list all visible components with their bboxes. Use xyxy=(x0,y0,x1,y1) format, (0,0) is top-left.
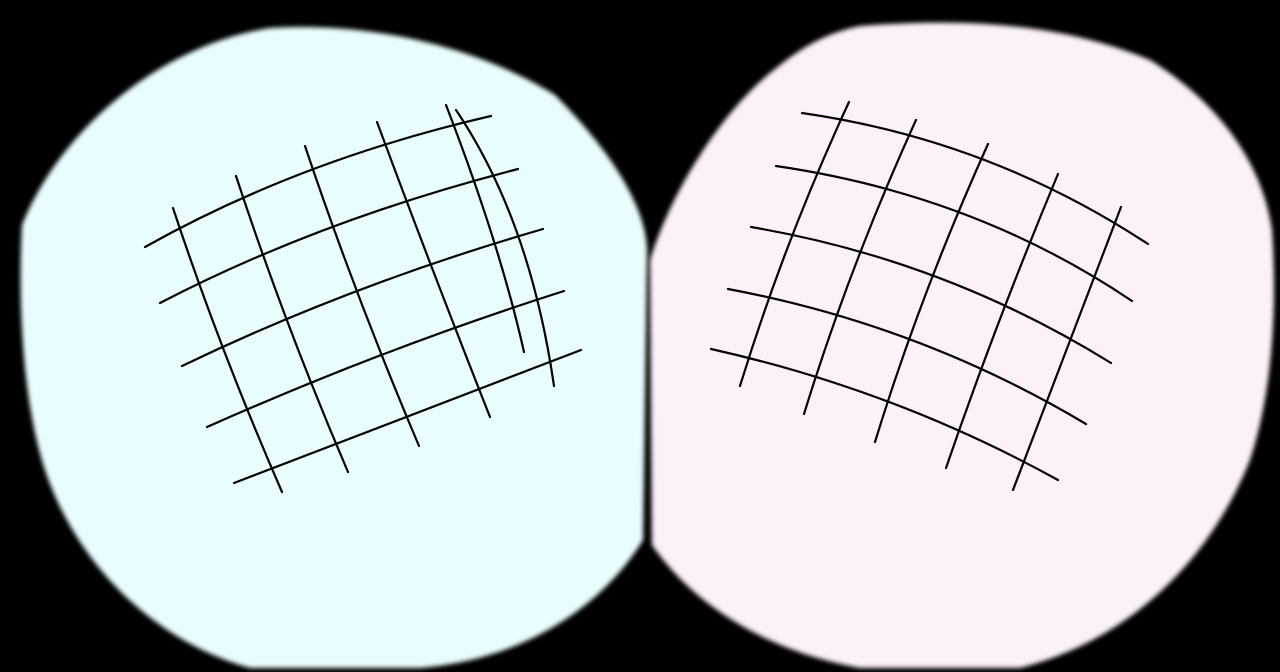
left-distorted-grid xyxy=(143,103,583,494)
right-grid-horizontal-line xyxy=(749,225,1113,365)
left-grid-horizontal-line xyxy=(158,167,520,305)
right-grid-horizontal-line xyxy=(709,347,1060,482)
left-grid-vertical-line xyxy=(234,174,350,474)
left-grid-vertical-line xyxy=(171,206,284,494)
right-lens-panel xyxy=(650,22,1274,668)
left-lens-panel xyxy=(20,26,648,669)
right-grid-vertical-line xyxy=(1011,205,1123,492)
right-grid-vertical-line xyxy=(738,100,851,388)
right-grid-horizontal-line xyxy=(726,287,1088,426)
right-grid-vertical-line xyxy=(944,172,1060,470)
left-grid-vertical-line xyxy=(303,144,421,448)
left-grid-vertical-line xyxy=(375,120,492,419)
right-grid-horizontal-line xyxy=(800,111,1150,246)
left-grid-horizontal-line xyxy=(205,289,566,429)
right-grid-vertical-line xyxy=(873,142,990,444)
right-grid-horizontal-line xyxy=(774,164,1134,303)
left-grid-horizontal-line xyxy=(143,114,493,249)
left-grid-vertical-line xyxy=(454,108,556,388)
right-distorted-grid xyxy=(709,100,1150,492)
right-lens-view xyxy=(650,22,1274,668)
left-grid-horizontal-line xyxy=(232,348,583,485)
left-grid-vertical-line xyxy=(444,103,526,354)
left-lens-view xyxy=(20,26,648,669)
right-grid-vertical-line xyxy=(802,118,918,416)
